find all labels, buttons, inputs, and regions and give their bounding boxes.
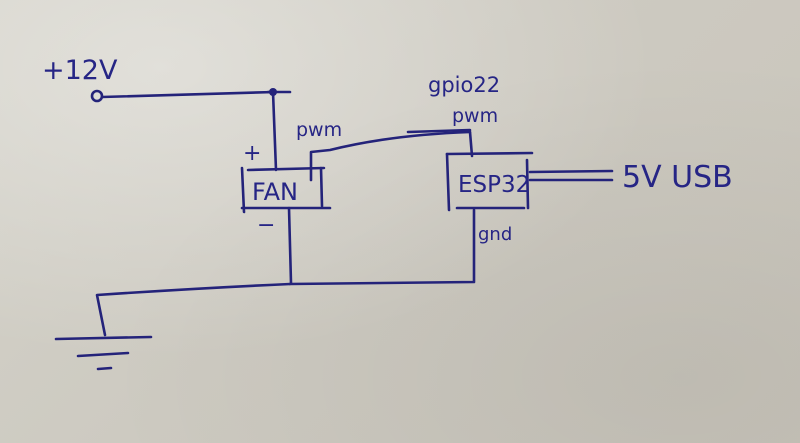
ground-bar-1 [54,335,153,341]
gpio-label: gpio22 [428,73,500,97]
esp-box-top [445,151,534,156]
esp-gnd-wire [288,208,476,286]
supply-terminal [90,89,104,103]
pwm-wire [309,130,472,182]
pwm-esp-label: pwm [452,105,498,127]
supply-wire [100,90,277,99]
pwm-wire-drop [468,130,474,158]
esp-label: ESP32 [458,172,530,198]
fan-box-left [240,166,246,214]
fan-box-top [246,166,326,172]
fan-minus-label: − [257,213,275,238]
fan-minus-wire [287,206,293,285]
usb-wire-1 [528,169,614,174]
esp-box-right [525,158,530,210]
supply-label: +12V [42,55,118,86]
ground-wire [95,282,292,337]
fan-box-right [319,166,324,208]
ground-symbol [54,335,153,371]
usb-label: 5V USB [622,160,733,195]
pwm-wire-top [406,128,472,134]
gnd-label: gnd [478,224,512,245]
esp-box-left [445,152,451,212]
fan-plus-wire [271,90,278,172]
pwm-fan-label: pwm [296,119,342,141]
fan-plus-label: + [243,141,261,166]
ground-bar-2 [76,351,130,358]
ground-bar-3 [96,366,113,371]
fan-label: FAN [252,178,298,206]
